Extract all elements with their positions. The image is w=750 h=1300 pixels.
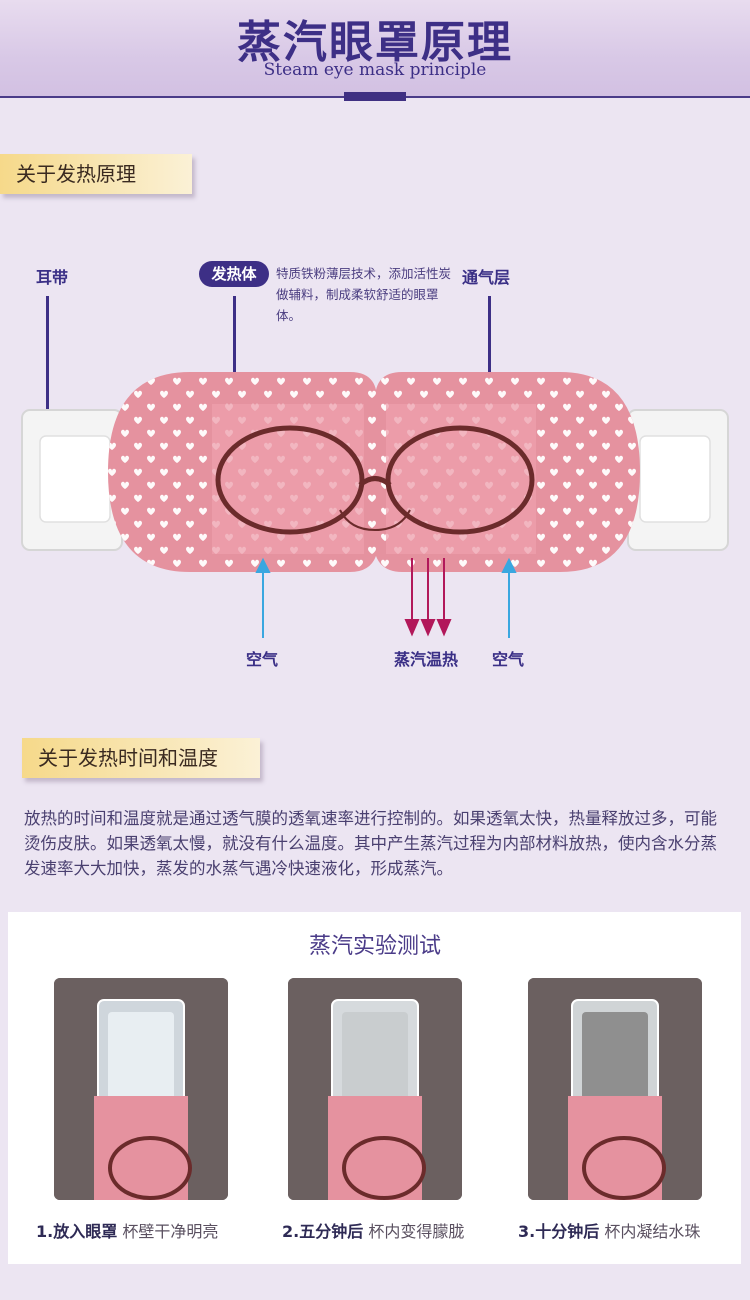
experiment-caption-2: 2.五分钟后 杯内变得朦胧 xyxy=(282,1218,464,1242)
ear-strap-right xyxy=(627,409,729,551)
experiment-photo-2 xyxy=(288,978,462,1200)
callout-line-heater xyxy=(233,296,236,444)
section-tag-heating-time-temperature: 关于发热时间和温度 xyxy=(22,738,260,778)
step-label-2: 2.五分钟后 xyxy=(282,1222,364,1241)
step-desc-2: 杯内变得朦胧 xyxy=(368,1222,465,1241)
step-label-1: 1.放入眼罩 xyxy=(36,1222,118,1241)
experiment-caption-1: 1.放入眼罩 杯壁干净明亮 xyxy=(36,1218,218,1242)
eye-mask-illustration xyxy=(21,372,729,638)
page-subtitle: Steam eye mask principle xyxy=(263,60,487,80)
air-arrow-left xyxy=(255,557,271,638)
experiment-title: 蒸汽实验测试 xyxy=(308,934,441,959)
page-title: 蒸汽眼罩原理 xyxy=(237,17,513,68)
air-arrow-right xyxy=(501,557,517,638)
experiment-caption-3: 3.十分钟后 杯内凝结水珠 xyxy=(518,1218,700,1242)
label-air-right: 空气 xyxy=(492,650,525,669)
experiment-photo-1 xyxy=(54,978,228,1200)
steam-arrows xyxy=(404,558,452,637)
heater-description: 特质铁粉薄层技术，添加活性炭做辅料，制成柔软舒适的眼罩体。 xyxy=(276,266,452,323)
explanation-paragraph: 放热的时间和温度就是通过透气膜的透氧速率进行控制的。如果透氧太快，热量释放过多，… xyxy=(24,809,717,878)
ear-strap-left xyxy=(21,409,123,551)
glasses-graphic xyxy=(215,425,535,535)
label-ear-strap: 耳带 xyxy=(36,268,69,287)
label-air-left: 空气 xyxy=(246,650,279,669)
step-desc-3: 杯内凝结水珠 xyxy=(604,1222,701,1241)
callout-line-ear-strap xyxy=(46,296,49,440)
header-banner xyxy=(0,0,750,98)
experiment-photo-3 xyxy=(528,978,702,1200)
step-desc-1: 杯壁干净明亮 xyxy=(122,1222,219,1241)
callout-line-vent-layer xyxy=(488,296,491,442)
label-vent-layer: 通气层 xyxy=(462,268,511,287)
step-label-3: 3.十分钟后 xyxy=(518,1222,600,1241)
header-accent-bar xyxy=(344,92,406,101)
label-heater: 发热体 xyxy=(199,261,269,287)
label-steam-heat: 蒸汽温热 xyxy=(394,650,459,669)
section-tag-heating-principle: 关于发热原理 xyxy=(0,154,192,194)
